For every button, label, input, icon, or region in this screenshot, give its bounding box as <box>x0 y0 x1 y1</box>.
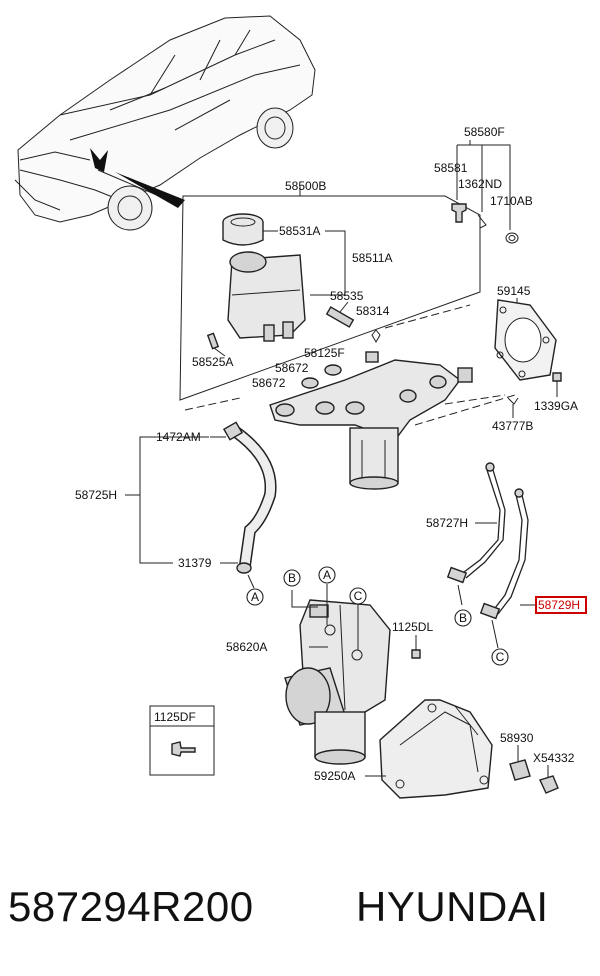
bushing-58930 <box>509 759 531 781</box>
brake-tube-58729H <box>479 488 529 620</box>
dash-2 <box>184 397 241 411</box>
label-1710AB: 1710AB <box>490 194 533 208</box>
label-58314: 58314 <box>356 304 390 318</box>
label-X54332: X54332 <box>533 751 575 765</box>
label-1125DL: 1125DL <box>392 620 433 634</box>
label-1472AM: 1472AM <box>156 430 201 444</box>
abs-bracket-59250A <box>379 699 493 799</box>
part-labels: 58580F 58581 1362ND 1710AB 58500B 58531A… <box>75 125 580 783</box>
label-58511A: 58511A <box>352 251 392 265</box>
bolt-58525A <box>206 332 220 350</box>
leaders-58580F <box>456 158 511 230</box>
label-58729H: 58729H <box>538 598 580 612</box>
bolt-1125DL <box>411 649 421 659</box>
label-58525A: 58525A <box>192 355 233 369</box>
leader-B1 <box>291 590 318 608</box>
label-58535: 58535 <box>330 289 364 303</box>
label-58930: 58930 <box>500 731 534 745</box>
leader-58511A <box>310 230 346 296</box>
callout-C-tube: C <box>491 648 509 666</box>
label-31379: 31379 <box>178 556 212 570</box>
label-58725H: 58725H <box>75 488 117 502</box>
footer-brand: HYUNDAI <box>356 883 549 930</box>
label-58500B: 58500B <box>285 179 326 193</box>
bolt-X54332 <box>539 775 559 794</box>
abs-hydraulic-unit <box>284 599 391 765</box>
nut-1339GA <box>552 372 562 382</box>
master-cylinder <box>269 359 473 490</box>
dash-1 <box>384 304 471 329</box>
callout-A-label: A <box>323 568 331 582</box>
callout-C-label: C <box>354 589 363 603</box>
pin-58535 <box>325 306 355 328</box>
label-58672-b: 58672 <box>252 376 286 390</box>
gasket-59145 <box>494 299 557 381</box>
label-43777B: 43777B <box>492 419 533 433</box>
callout-A-hose: A <box>246 588 264 606</box>
seal-58672-b <box>301 377 319 389</box>
assembly-outline-58500B <box>179 195 481 401</box>
dash-3 <box>414 394 516 426</box>
dash-4 <box>444 394 506 405</box>
label-58580F: 58580F <box>464 125 505 139</box>
callout-B-tube: B <box>454 609 472 627</box>
label-1362ND: 1362ND <box>458 177 502 191</box>
car-illustration <box>14 15 316 231</box>
clip-43777B <box>507 397 519 405</box>
brake-tube-58727H <box>446 462 506 584</box>
label-58672-a: 58672 <box>275 361 309 375</box>
label-1125DF: 1125DF <box>154 710 196 724</box>
seal-58672-a <box>324 364 342 376</box>
label-58620A: 58620A <box>226 640 267 654</box>
label-59250A: 59250A <box>314 769 355 783</box>
callout-C-label: C <box>496 650 505 664</box>
label-59145: 59145 <box>497 284 531 298</box>
part-box-1125DF <box>149 705 215 776</box>
label-58531A: 58531A <box>279 224 320 238</box>
callout-C-abs: C <box>349 587 367 605</box>
bolt-1125DF <box>171 741 196 757</box>
footer-part-number: 587294R200 <box>8 883 254 930</box>
highlight-58729H <box>535 596 587 614</box>
callout-A-abs: A <box>318 566 336 584</box>
callout-B-label: B <box>288 571 296 585</box>
brake-fluid-reservoir <box>227 251 306 342</box>
callout-B-abs: B <box>283 569 301 587</box>
label-1339GA: 1339GA <box>534 399 578 413</box>
label-58581: 58581 <box>434 161 468 175</box>
reservoir-cap <box>222 213 264 246</box>
label-58125F: 58125F <box>304 346 345 360</box>
callout-A-label: A <box>251 590 259 604</box>
clip-58125F <box>365 351 379 363</box>
vacuum-hose-58725H <box>222 421 277 574</box>
upper-fasteners <box>451 203 519 244</box>
clip-58314 <box>371 329 381 344</box>
callout-B-label: B <box>459 611 467 625</box>
label-58727H: 58727H <box>426 516 468 530</box>
leader-58725H-bracket <box>139 436 209 564</box>
